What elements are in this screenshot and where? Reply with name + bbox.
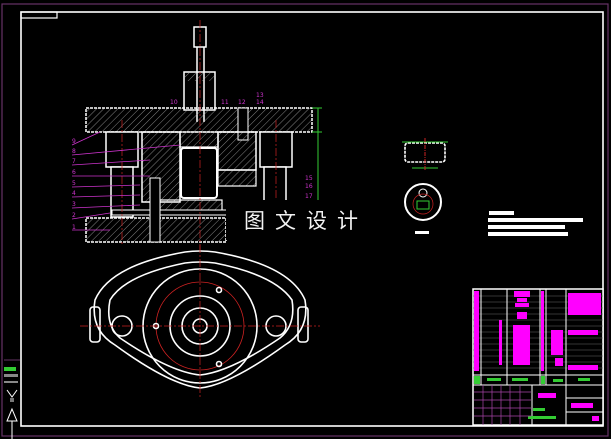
part-detail-views	[402, 138, 448, 234]
svg-text:8: 8	[72, 148, 76, 155]
svg-text:9: 9	[72, 138, 76, 145]
inner-frame	[20, 11, 604, 427]
svg-text:3: 3	[72, 201, 76, 208]
svg-text:12: 12	[238, 99, 246, 106]
svg-text:17: 17	[305, 193, 313, 200]
svg-text:16: 16	[305, 183, 313, 190]
title-block	[472, 288, 604, 426]
outer-frame	[1, 3, 609, 437]
svg-text:1: 1	[72, 224, 76, 231]
plan-view	[80, 245, 320, 398]
technical-notes	[488, 211, 583, 236]
svg-text:14: 14	[256, 99, 264, 106]
watermark-text: 图文设计	[226, 200, 386, 240]
svg-text:6: 6	[72, 169, 76, 176]
svg-text:13: 13	[256, 92, 264, 99]
svg-text:15: 15	[305, 175, 313, 182]
svg-text:5: 5	[72, 180, 76, 187]
part-number-leaders: 1 2 3 4 5 6 7 8 9 10 11 12 13 14 15 16 1…	[71, 92, 313, 231]
svg-text:11: 11	[221, 99, 229, 106]
svg-text:4: 4	[72, 190, 76, 197]
top-left-tag	[20, 11, 58, 19]
svg-text:7: 7	[72, 158, 76, 165]
svg-text:2: 2	[72, 212, 76, 219]
svg-text:10: 10	[170, 99, 178, 106]
left-margin-strip	[4, 359, 20, 439]
